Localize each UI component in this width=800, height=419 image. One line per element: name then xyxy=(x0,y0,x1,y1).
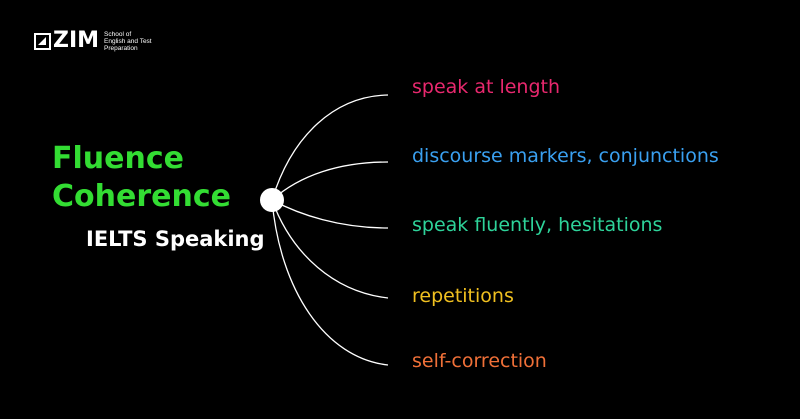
branch-label: speak fluently, hesitations xyxy=(412,214,663,236)
branch-label: repetitions xyxy=(412,285,514,307)
logo-tagline-line: English and Test xyxy=(104,37,152,45)
title-fluence: Fluence xyxy=(52,141,184,176)
branch-label: speak at length xyxy=(412,76,561,98)
connector-line xyxy=(271,199,389,366)
connector-line xyxy=(271,199,389,299)
center-node xyxy=(260,188,284,212)
logo-tagline: School of English and Test Preparation xyxy=(104,31,174,52)
connector-line xyxy=(271,161,389,201)
connector-line xyxy=(271,199,389,229)
logo-tagline-line: School of xyxy=(104,30,132,38)
logo-wordmark: ZIM xyxy=(53,28,100,53)
title-coherence: Coherence xyxy=(52,179,231,214)
subtitle-ielts-speaking: IELTS Speaking xyxy=(86,227,265,251)
book-icon xyxy=(34,32,51,50)
branch-label: discourse markers, conjunctions xyxy=(412,145,719,167)
branch-label: self-correction xyxy=(412,350,547,372)
zim-logo: ZIM School of English and Test Preparati… xyxy=(34,30,174,52)
logo-tagline-line: Preparation xyxy=(104,44,138,52)
connector-line xyxy=(271,94,389,201)
